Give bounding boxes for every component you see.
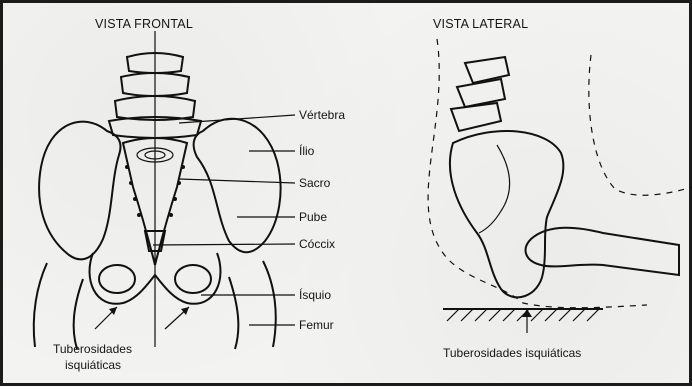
left-femur [34,263,83,349]
lateral-vertebrae [451,57,509,131]
label-femur: Femur [299,318,334,332]
front-tuberosities-line2: isquiáticas [65,358,121,372]
label-pube: Pube [299,210,327,224]
front-tuberosities-line1: Tuberosidades [53,342,132,356]
lateral-tuberosities-label: Tuberosidades isquiáticas [443,346,581,360]
label-sacro: Sacro [299,176,331,190]
lateral-arrowhead [522,309,532,317]
lateral-view-title: VISTA LATERAL [433,17,528,31]
seat-hatching [447,309,599,321]
right-ilium [194,119,281,252]
label-isquio: Ísquio [299,287,331,302]
left-ilium [39,122,120,260]
label-ilio: Ílio [299,143,315,158]
lateral-femur [526,228,679,275]
lateral-pelvis [450,131,563,297]
lateral-back-outline [589,55,692,195]
lateral-sacrum [479,145,510,233]
label-vertebra: Vértebra [299,108,345,122]
front-view-title: VISTA FRONTAL [95,17,193,31]
label-coccix: Cóccix [299,237,335,251]
right-foramen [175,265,211,293]
right-femur [229,261,276,349]
left-foramen [99,265,135,293]
pelvis-diagram: VISTA FRONTAL [3,3,692,389]
